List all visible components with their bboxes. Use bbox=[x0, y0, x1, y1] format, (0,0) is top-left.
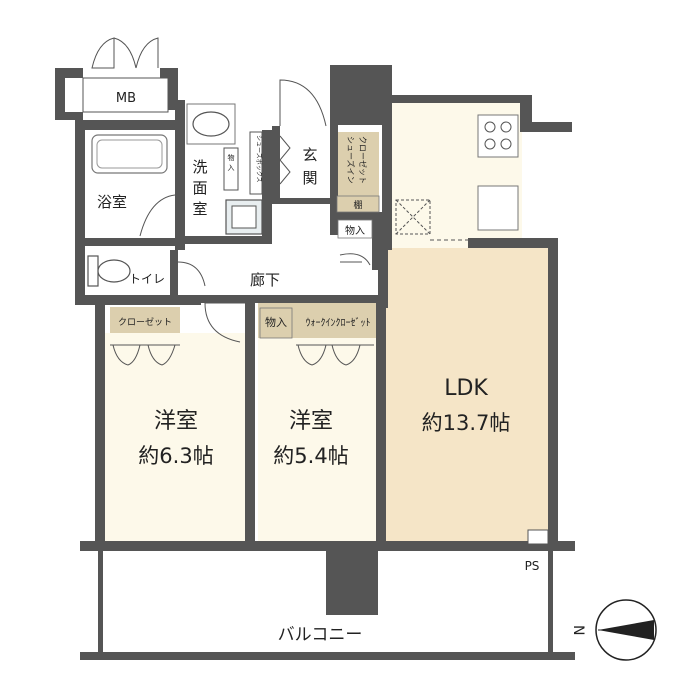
storage-hall-label: 物入 bbox=[345, 224, 365, 237]
bedroom-closets: クローゼット 物入 ｳｫｰｸｲﾝｸﾛｰｾﾞｯﾄ bbox=[110, 307, 374, 366]
western-room-2-floor bbox=[258, 333, 376, 543]
ldk-floor bbox=[385, 248, 550, 543]
north-label: N bbox=[570, 625, 586, 635]
toilet-label: トイレ bbox=[129, 272, 165, 286]
ldk-name: LDK bbox=[444, 376, 488, 401]
storage-area-1 bbox=[110, 307, 180, 333]
compass-icon bbox=[595, 599, 657, 661]
ps-label: PS bbox=[525, 559, 540, 573]
closet-small-label: クローゼット bbox=[118, 316, 172, 328]
toilet-bowl-icon bbox=[97, 259, 131, 283]
shoes-in-closet-label: シューズイン bbox=[346, 136, 356, 184]
storage-room-label: 物入 bbox=[265, 315, 287, 329]
washroom: 洗 面 室 物 入 シューズボックス bbox=[186, 103, 263, 235]
western-room-1-floor bbox=[102, 333, 247, 543]
mb-label: MB bbox=[116, 91, 136, 106]
kitchen-sink-icon bbox=[477, 185, 519, 231]
shoes-in-closet: シューズイン クローゼット 棚 物入 bbox=[336, 136, 380, 266]
western-room-2-name: 洋室 bbox=[289, 409, 333, 434]
fridge-space bbox=[395, 199, 431, 235]
kitchen bbox=[395, 114, 519, 241]
wash-storage-label: 物 bbox=[228, 153, 235, 162]
walls bbox=[55, 65, 575, 660]
balcony-label: バルコニー bbox=[278, 625, 363, 645]
walk-in-closet-label: ｳｫｰｸｲﾝｸﾛｰｾﾞｯﾄ bbox=[306, 317, 371, 329]
western-room-1-name: 洋室 bbox=[154, 409, 198, 434]
sink-basin-icon bbox=[192, 111, 230, 137]
washroom-label-3: 室 bbox=[192, 200, 207, 218]
entrance-label-2: 関 bbox=[302, 169, 317, 187]
toilet-room: トイレ bbox=[87, 255, 206, 287]
bathtub-icon bbox=[91, 134, 168, 174]
toilet-tank-icon bbox=[87, 255, 99, 287]
western-room-1-size: 約6.3帖 bbox=[138, 444, 213, 468]
shoes-box-label: シューズボックス bbox=[255, 135, 263, 183]
shoes-in-closet-label-2: クローゼット bbox=[358, 136, 368, 184]
hallway-label: 廊下 bbox=[250, 271, 280, 289]
entrance-label-1: 玄 bbox=[302, 146, 317, 164]
entrance: 玄 関 bbox=[279, 79, 327, 187]
bath-label: 浴室 bbox=[97, 193, 127, 211]
ldk-size: 約13.7帖 bbox=[422, 411, 511, 435]
stove-icon bbox=[477, 114, 519, 158]
bathroom: 浴室 bbox=[91, 134, 176, 237]
western-room-2-size: 約5.4帖 bbox=[273, 444, 348, 468]
meter-box: MB bbox=[82, 37, 169, 113]
storage-area-3 bbox=[296, 303, 376, 338]
shelf-label: 棚 bbox=[353, 199, 362, 211]
ps-box bbox=[527, 529, 549, 545]
washroom-label-2: 面 bbox=[192, 179, 207, 197]
washroom-label-1: 洗 bbox=[192, 158, 207, 176]
wash-storage-label-2: 入 bbox=[228, 164, 235, 172]
